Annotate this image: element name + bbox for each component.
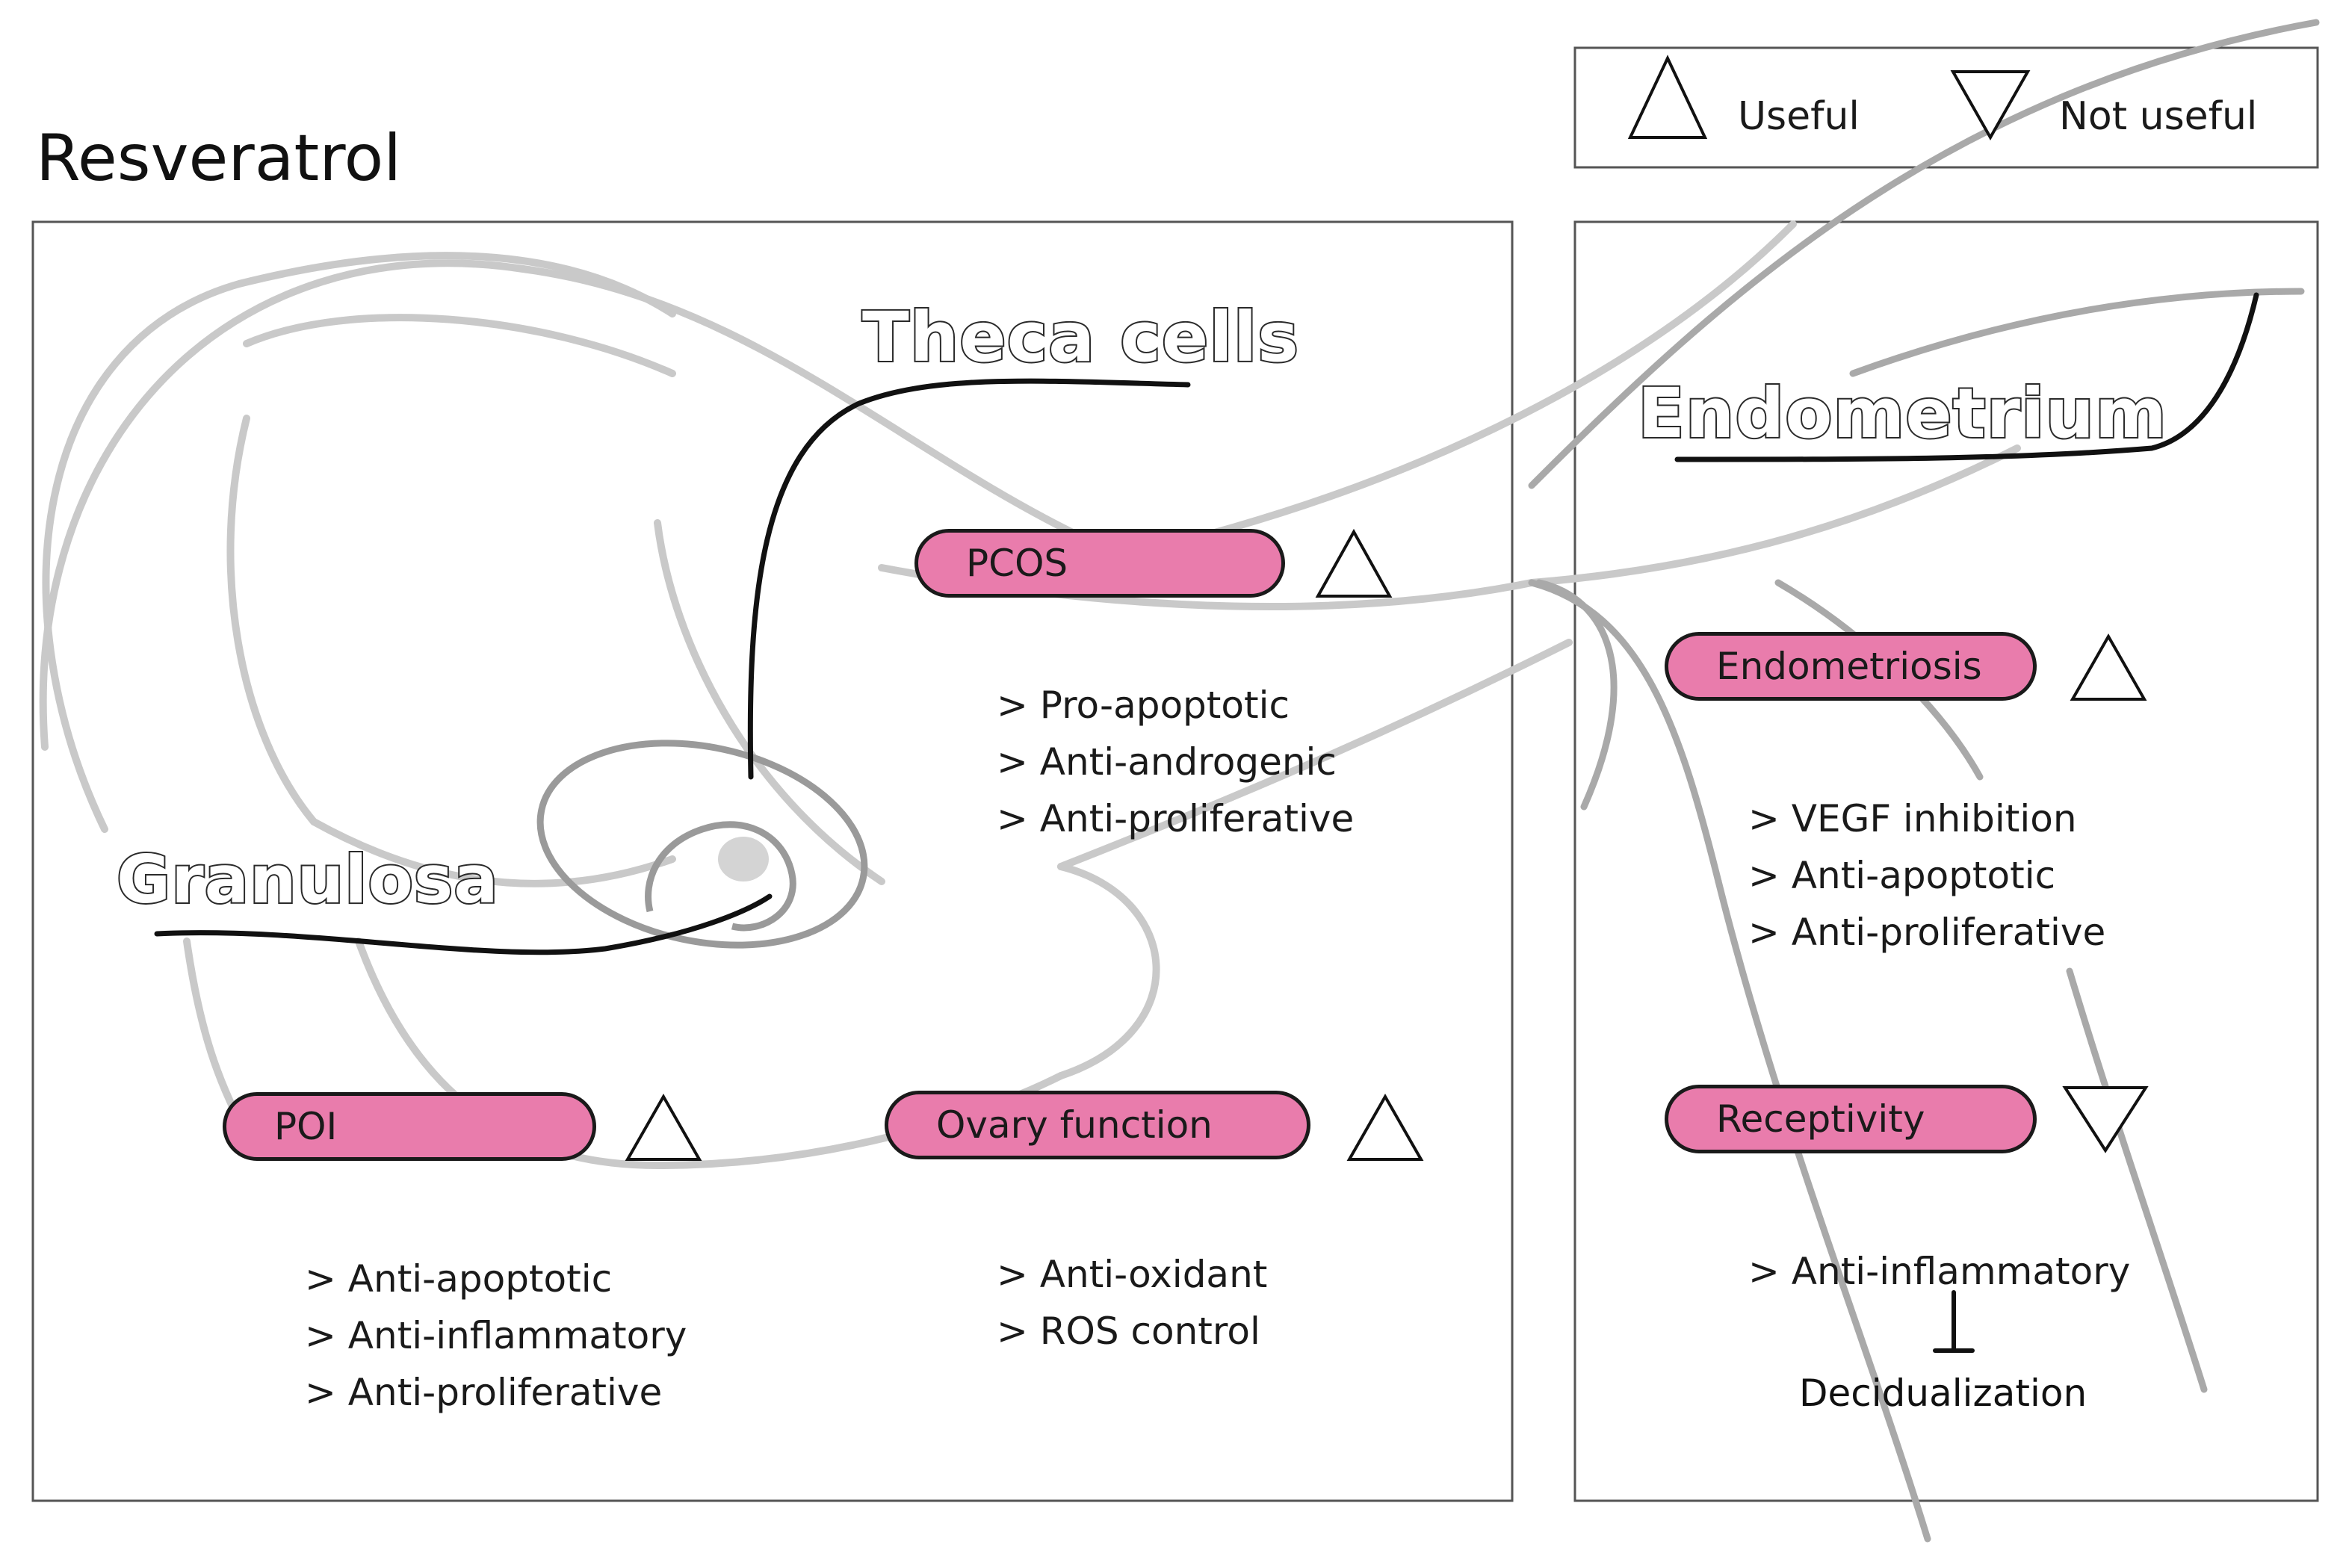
poi-pill: POI <box>223 1092 596 1161</box>
endometriosis-effects-list: VEGF inhibition Anti-apoptotic Anti-prol… <box>1748 790 2105 961</box>
legend-not-useful-label: Not useful <box>2059 94 2258 139</box>
poi-effects-list: Anti-apoptotic Anti-inflammatory Anti-pr… <box>305 1251 687 1421</box>
endometriosis-effect: Anti-proliferative <box>1748 904 2105 961</box>
receptivity-not-useful-triangle <box>2062 1086 2149 1153</box>
poi-effect: Anti-apoptotic <box>305 1251 687 1307</box>
pcos-useful-triangle <box>1315 528 1393 598</box>
theca-cells-label: Theca cells <box>861 296 1300 379</box>
decidualization-label: Decidualization <box>1799 1372 2087 1415</box>
inhibition-symbol <box>1933 1290 1975 1353</box>
endometriosis-effect: VEGF inhibition <box>1748 790 2105 847</box>
ovary-effects-list: Anti-oxidant ROS control <box>997 1246 1268 1360</box>
ovary-effect: Anti-oxidant <box>997 1246 1268 1303</box>
pcos-pill: PCOS <box>914 529 1285 598</box>
pcos-effect: Anti-androgenic <box>997 734 1354 790</box>
poi-effect: Anti-proliferative <box>305 1364 687 1421</box>
pcos-effect: Anti-proliferative <box>997 790 1354 847</box>
legend-useful-triangle <box>1627 55 1708 139</box>
legend-frame <box>1573 46 2319 169</box>
pcos-effect: Pro-apoptotic <box>997 677 1354 734</box>
poi-label: POI <box>274 1105 338 1148</box>
endometriosis-useful-triangle <box>2070 633 2147 701</box>
endometriosis-label: Endometriosis <box>1716 645 1982 688</box>
endometriosis-effect: Anti-apoptotic <box>1748 847 2105 904</box>
receptivity-label: Receptivity <box>1716 1097 1925 1141</box>
ovary-effect: ROS control <box>997 1303 1267 1360</box>
oocyte <box>718 837 769 881</box>
pcos-effects-list: Pro-apoptotic Anti-androgenic Anti-proli… <box>997 677 1354 847</box>
poi-useful-triangle <box>625 1093 702 1161</box>
ovary-useful-triangle <box>1346 1093 1424 1161</box>
page-title: Resveratrol <box>36 121 402 196</box>
endometrium-label: Endometrium <box>1636 372 2168 455</box>
endometrium-panel-frame <box>1573 220 2319 1502</box>
legend-useful-label: Useful <box>1738 94 1860 139</box>
ovary-panel-frame <box>31 220 1514 1502</box>
endometriosis-pill: Endometriosis <box>1665 632 2037 701</box>
poi-effect: Anti-inflammatory <box>305 1307 687 1364</box>
granulosa-label: Granulosa <box>115 840 500 920</box>
pcos-label: PCOS <box>966 542 1068 585</box>
legend-not-useful-triangle <box>1950 70 2031 141</box>
ovary-function-label: Ovary function <box>936 1103 1213 1147</box>
receptivity-effect: Anti-inflammatory <box>1748 1243 2131 1300</box>
receptivity-pill: Receptivity <box>1665 1085 2037 1153</box>
ovary-function-pill: Ovary function <box>885 1091 1310 1159</box>
receptivity-effects-list: Anti-inflammatory <box>1748 1243 2131 1300</box>
